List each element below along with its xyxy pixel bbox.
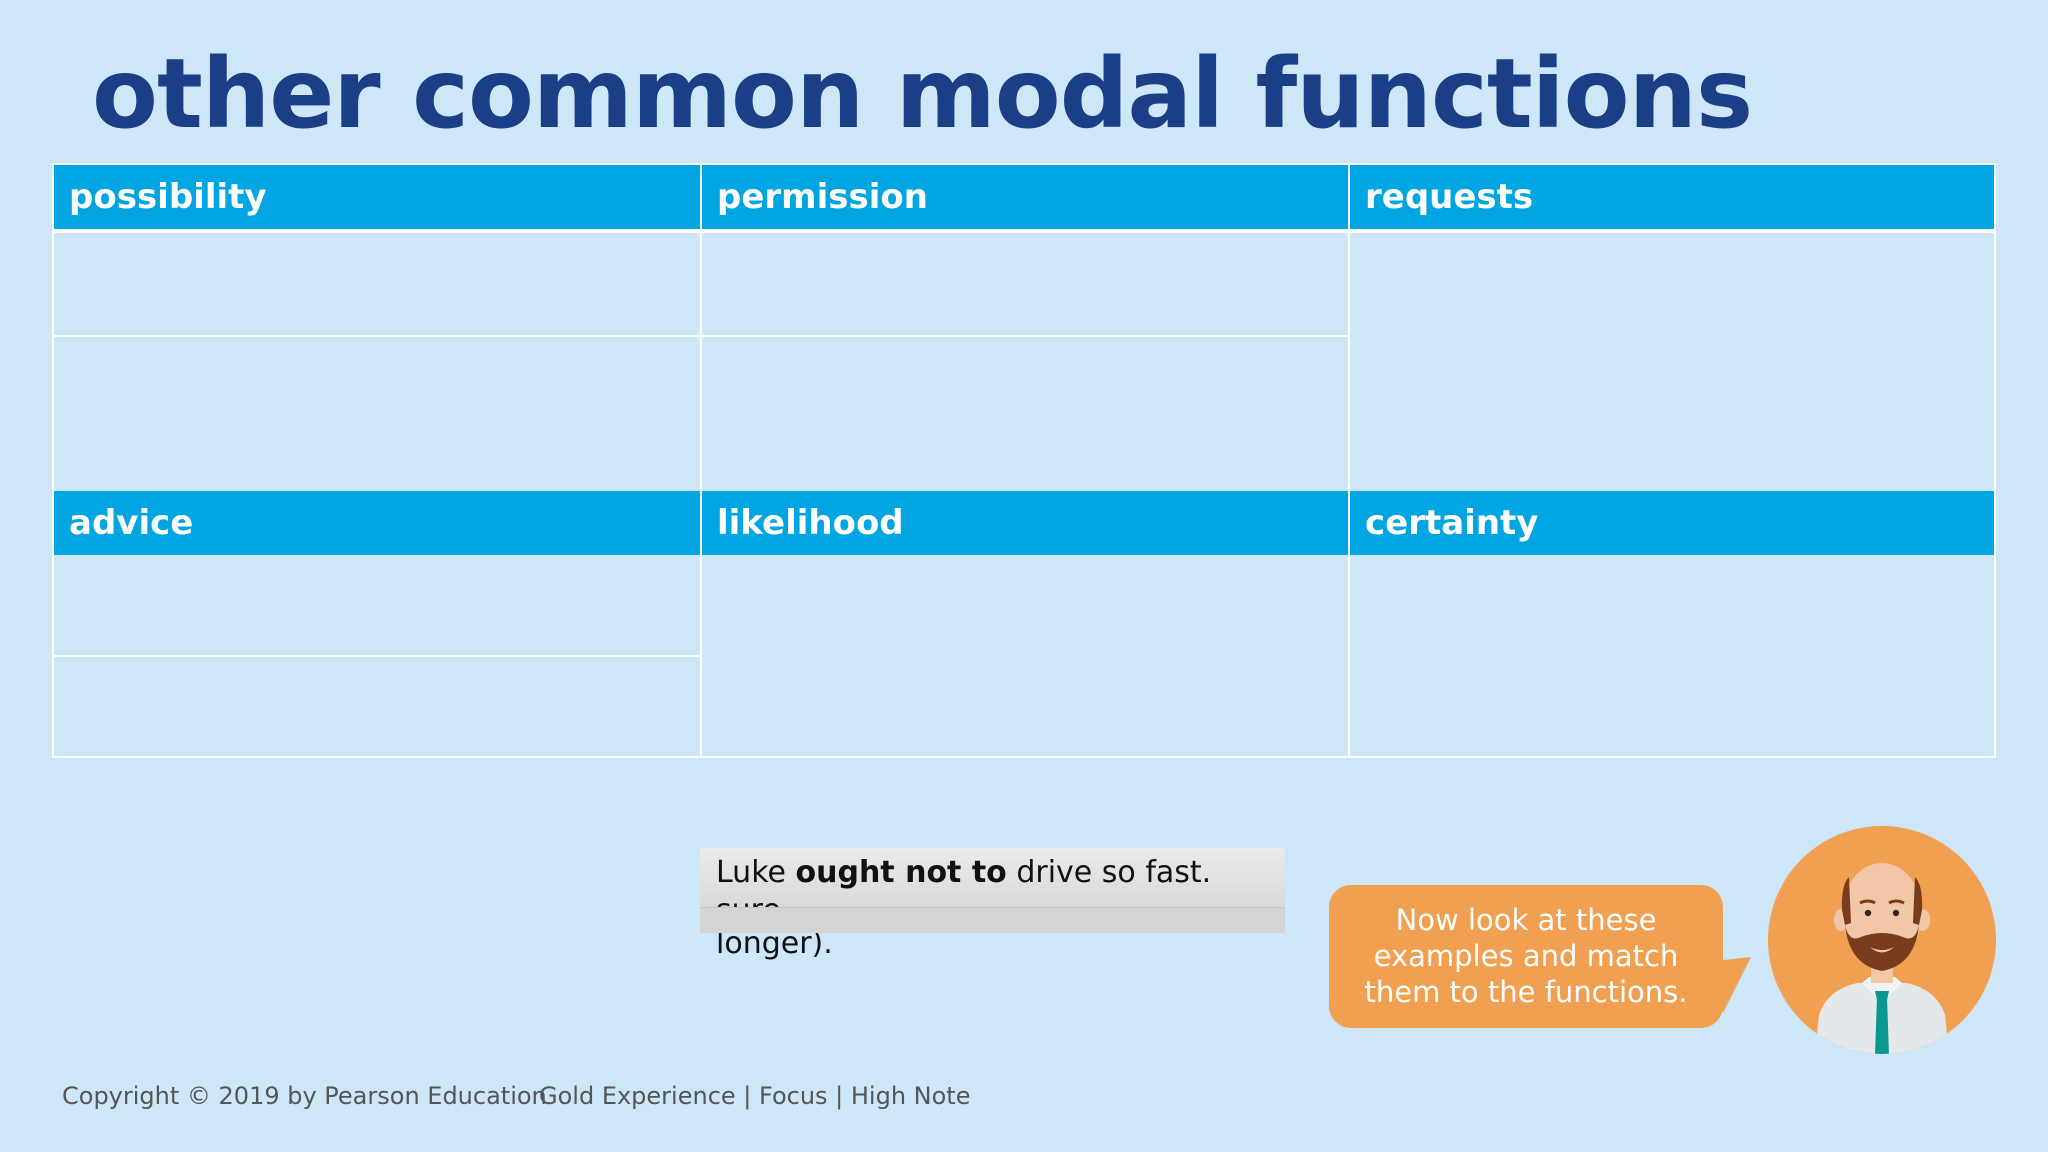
drop-zone-permission-1[interactable] <box>702 231 1348 335</box>
page-title: other common modal functions <box>92 38 1753 150</box>
drop-zone-possibility-1[interactable] <box>54 231 700 335</box>
header-permission: permission <box>702 165 1348 229</box>
teacher-avatar-icon <box>1768 826 1996 1054</box>
column-divider <box>700 165 702 756</box>
header-divider <box>54 229 1994 233</box>
drop-zone-permission-2[interactable] <box>702 337 1348 489</box>
drop-zone-likelihood[interactable] <box>702 555 1348 756</box>
modal-functions-table: possibility permission requests advice l… <box>52 163 1996 758</box>
header-possibility: possibility <box>54 165 700 229</box>
column-divider <box>1348 165 1350 756</box>
card-edge-line <box>700 907 1285 908</box>
drop-zone-requests[interactable] <box>1350 231 1994 489</box>
header-likelihood: likelihood <box>702 491 1348 555</box>
header-certainty: certainty <box>1350 491 1994 555</box>
slot-divider <box>54 655 700 657</box>
product-names: Gold Experience | Focus | High Note <box>539 1082 971 1110</box>
header-requests: requests <box>1350 165 1994 229</box>
instruction-speech-bubble: Now look at these examples and match the… <box>1329 885 1723 1028</box>
bubble-line: them to the functions. <box>1364 975 1688 1009</box>
drop-zone-advice-2[interactable] <box>54 655 700 756</box>
copyright-text: Copyright © 2019 by Pearson Education <box>62 1082 547 1110</box>
bubble-line: examples and match <box>1373 939 1679 973</box>
modal-verb: ought not to <box>795 855 1007 890</box>
drop-zone-advice-1[interactable] <box>54 555 700 653</box>
example-sentence[interactable]: Luke ought not to drive so fast. <box>716 855 1212 890</box>
speech-bubble-tail <box>1715 957 1751 1013</box>
drop-zone-certainty[interactable] <box>1350 555 1994 756</box>
stacked-card-edge <box>700 907 1285 933</box>
drop-zone-possibility-2[interactable] <box>54 337 700 489</box>
bubble-line: Now look at these <box>1395 903 1657 937</box>
header-advice: advice <box>54 491 700 555</box>
